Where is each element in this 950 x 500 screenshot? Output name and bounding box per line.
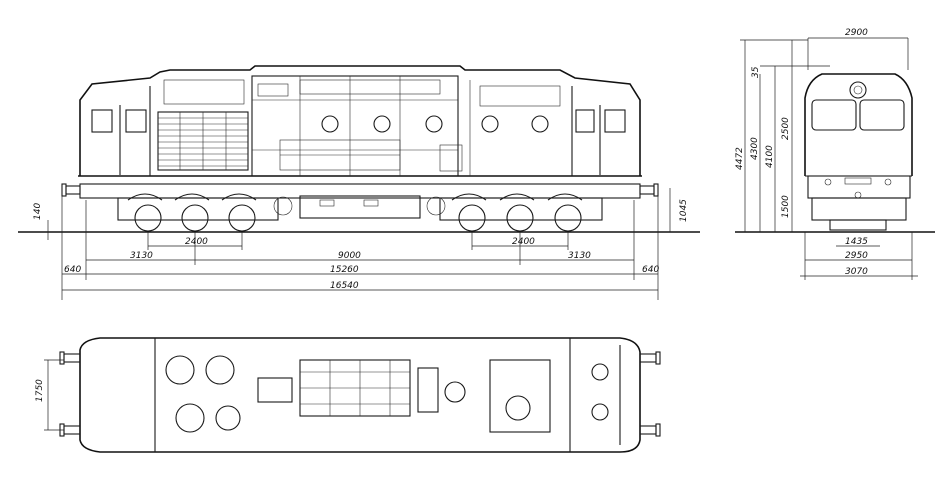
dimension-labels: 140 2400 2400 3130 9000 3130 640 15260 6… bbox=[33, 28, 868, 402]
side-view bbox=[18, 65, 700, 300]
dim-between-buffers: 15260 bbox=[330, 265, 359, 275]
dim-half-width: 1750 bbox=[35, 379, 45, 402]
dim-overall-length: 16540 bbox=[330, 281, 359, 291]
fuel-tank bbox=[299, 195, 421, 219]
engine-room bbox=[163, 75, 561, 177]
top-view bbox=[44, 337, 661, 453]
dim-center: 9000 bbox=[338, 251, 361, 261]
dim-top-width: 2900 bbox=[845, 28, 868, 38]
dim-pantograph-gap: 35 bbox=[751, 66, 761, 78]
louvre-grille bbox=[157, 111, 249, 171]
buffer-right bbox=[639, 185, 655, 195]
dim-window-height: 2500 bbox=[781, 117, 791, 140]
dim-frame-height: 1500 bbox=[781, 195, 791, 218]
dim-end-left: 3130 bbox=[130, 251, 153, 261]
dim-bogie-spacing-left: 2400 bbox=[185, 237, 208, 247]
front-view bbox=[735, 37, 935, 280]
dim-wheel-height: 140 bbox=[33, 203, 43, 220]
dim-bogie-spacing-right: 2400 bbox=[512, 237, 535, 247]
dim-end-right: 3130 bbox=[568, 251, 591, 261]
bogie-left bbox=[117, 193, 293, 232]
bogie-right bbox=[426, 193, 603, 232]
buffer-left bbox=[65, 185, 81, 195]
dim-wheel-gauge: 1435 bbox=[845, 237, 868, 247]
dim-body-height: 4300 bbox=[750, 137, 760, 160]
dim-width-inner: 2950 bbox=[845, 251, 868, 261]
dim-overhang-left: 640 bbox=[64, 265, 81, 275]
dim-width-outer: 3070 bbox=[845, 267, 868, 277]
dim-buffer-height: 1045 bbox=[679, 199, 689, 222]
dim-overall-height: 4472 bbox=[735, 147, 745, 170]
dim-cab-height: 4100 bbox=[765, 145, 775, 168]
dim-overhang-right: 640 bbox=[642, 265, 659, 275]
